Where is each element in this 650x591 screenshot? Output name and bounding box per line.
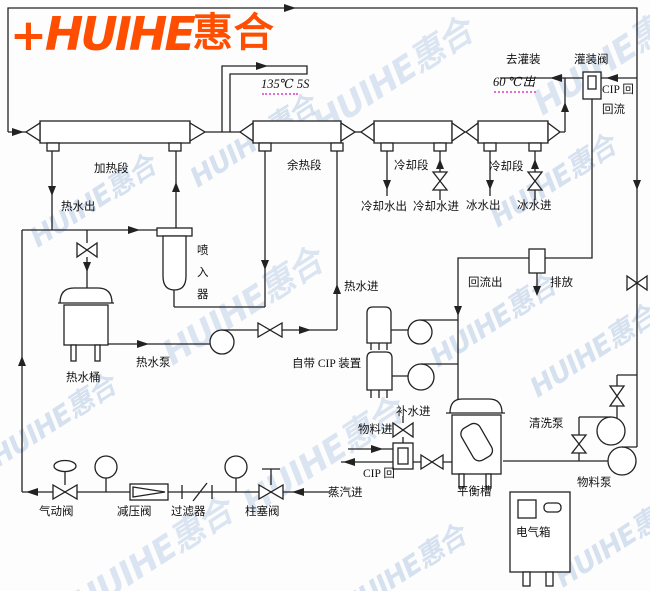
label-cleaning-pump: 清洗泵	[529, 418, 564, 430]
hot-water-pump	[108, 151, 338, 355]
cip-pump-a	[407, 319, 458, 345]
pressure-reducing-valve	[129, 483, 169, 501]
three-way-valve	[392, 416, 414, 470]
label-reflux-out: 回流出	[468, 277, 503, 289]
balance-tank	[446, 398, 505, 489]
electrical-box	[509, 491, 571, 587]
return-line-valve	[626, 274, 648, 292]
label-cooling-section-2: 冷却段	[489, 161, 524, 173]
label-ice-water-in: 冰水进	[517, 200, 552, 212]
label-material-in: 物料进	[358, 424, 393, 436]
label-pressure-reducing-valve: 减压阀	[117, 506, 152, 518]
reflux-line	[457, 99, 593, 399]
discharge-valve	[528, 248, 546, 288]
cleaning-pump-branch	[608, 374, 637, 418]
cip-tank-b	[366, 351, 408, 398]
hot-water-tank	[58, 287, 114, 362]
label-filter: 过滤器	[171, 506, 206, 518]
heat-exchanger-regeneration	[205, 120, 357, 152]
cip-tank-a	[366, 306, 408, 350]
label-outlet-spec: 60 ℃出	[493, 75, 536, 89]
spellcheck-underline	[262, 90, 298, 95]
label-electrical-box: 电气箱	[516, 527, 551, 539]
main-pipe-loop	[7, 7, 638, 447]
heat-exchanger-cooling-1	[355, 120, 467, 152]
label-heating-section: 加热段	[94, 163, 129, 175]
label-hot-water-pump: 热水泵	[136, 357, 171, 369]
label-cooling-water-out: 冷却水出	[361, 201, 407, 213]
pressure-gauge-1	[94, 455, 118, 492]
label-injector: 喷入器	[197, 245, 209, 301]
label-steam-in: 蒸汽进	[328, 487, 363, 499]
flow-arrows	[12, 4, 641, 496]
label-hot-water-tank: 热水桶	[66, 372, 101, 384]
logo-plus-icon: +	[10, 10, 47, 61]
heat-exchanger-heating	[24, 120, 207, 152]
pressure-gauge-2	[224, 455, 248, 492]
logo-text-en: HUIHE	[44, 7, 196, 61]
filter	[181, 482, 213, 502]
label-ice-water-out: 冰水出	[466, 200, 501, 212]
label-waste-heat-section: 余热段	[287, 160, 322, 172]
label-pneumatic-valve: 气动阀	[39, 506, 74, 518]
label-cip-return-top: CIP 回	[602, 84, 634, 96]
holding-tube	[221, 65, 308, 132]
hot-water-valve	[76, 241, 98, 259]
label-material-pump: 物料泵	[577, 477, 612, 489]
label-cooling-water-in: 冷却水进	[413, 201, 459, 213]
label-makeup-water-in: 补水进	[396, 406, 431, 418]
label-hold-spec: 135℃ 5S	[261, 77, 310, 91]
cleaning-pump	[570, 416, 626, 461]
label-hot-water-out: 热水出	[61, 201, 96, 213]
label-to-filling: 去灌装	[506, 54, 541, 66]
huihe-logo: +HUIHE惠合	[10, 0, 275, 61]
label-balance-tank: 平衡槽	[457, 486, 492, 498]
spellcheck-underline	[494, 88, 536, 93]
material-pump	[503, 446, 637, 476]
label-filling-valve: 灌装阀	[574, 54, 609, 66]
plunger-valve	[258, 468, 284, 501]
logo-text-cn: 惠合	[192, 10, 275, 56]
cip-pump-b	[407, 363, 458, 391]
pneumatic-valve	[52, 459, 78, 501]
label-plunger-valve: 柱塞阀	[245, 506, 280, 518]
balance-tank-inlet-valve	[420, 453, 444, 471]
label-cip-return-bottom: CIP 回	[363, 468, 395, 480]
label-cooling-section-1: 冷却段	[394, 160, 429, 172]
label-discharge: 排放	[550, 277, 573, 289]
cooling-water-legs	[386, 151, 544, 200]
steam-injector	[156, 151, 266, 308]
label-hot-water-in: 热水进	[344, 281, 379, 293]
label-cip-unit: 自带 CIP 装置	[292, 358, 362, 370]
label-reflux: 回流	[602, 104, 625, 116]
heat-exchanger-cooling-2	[464, 120, 565, 152]
filling-valve	[582, 71, 602, 100]
